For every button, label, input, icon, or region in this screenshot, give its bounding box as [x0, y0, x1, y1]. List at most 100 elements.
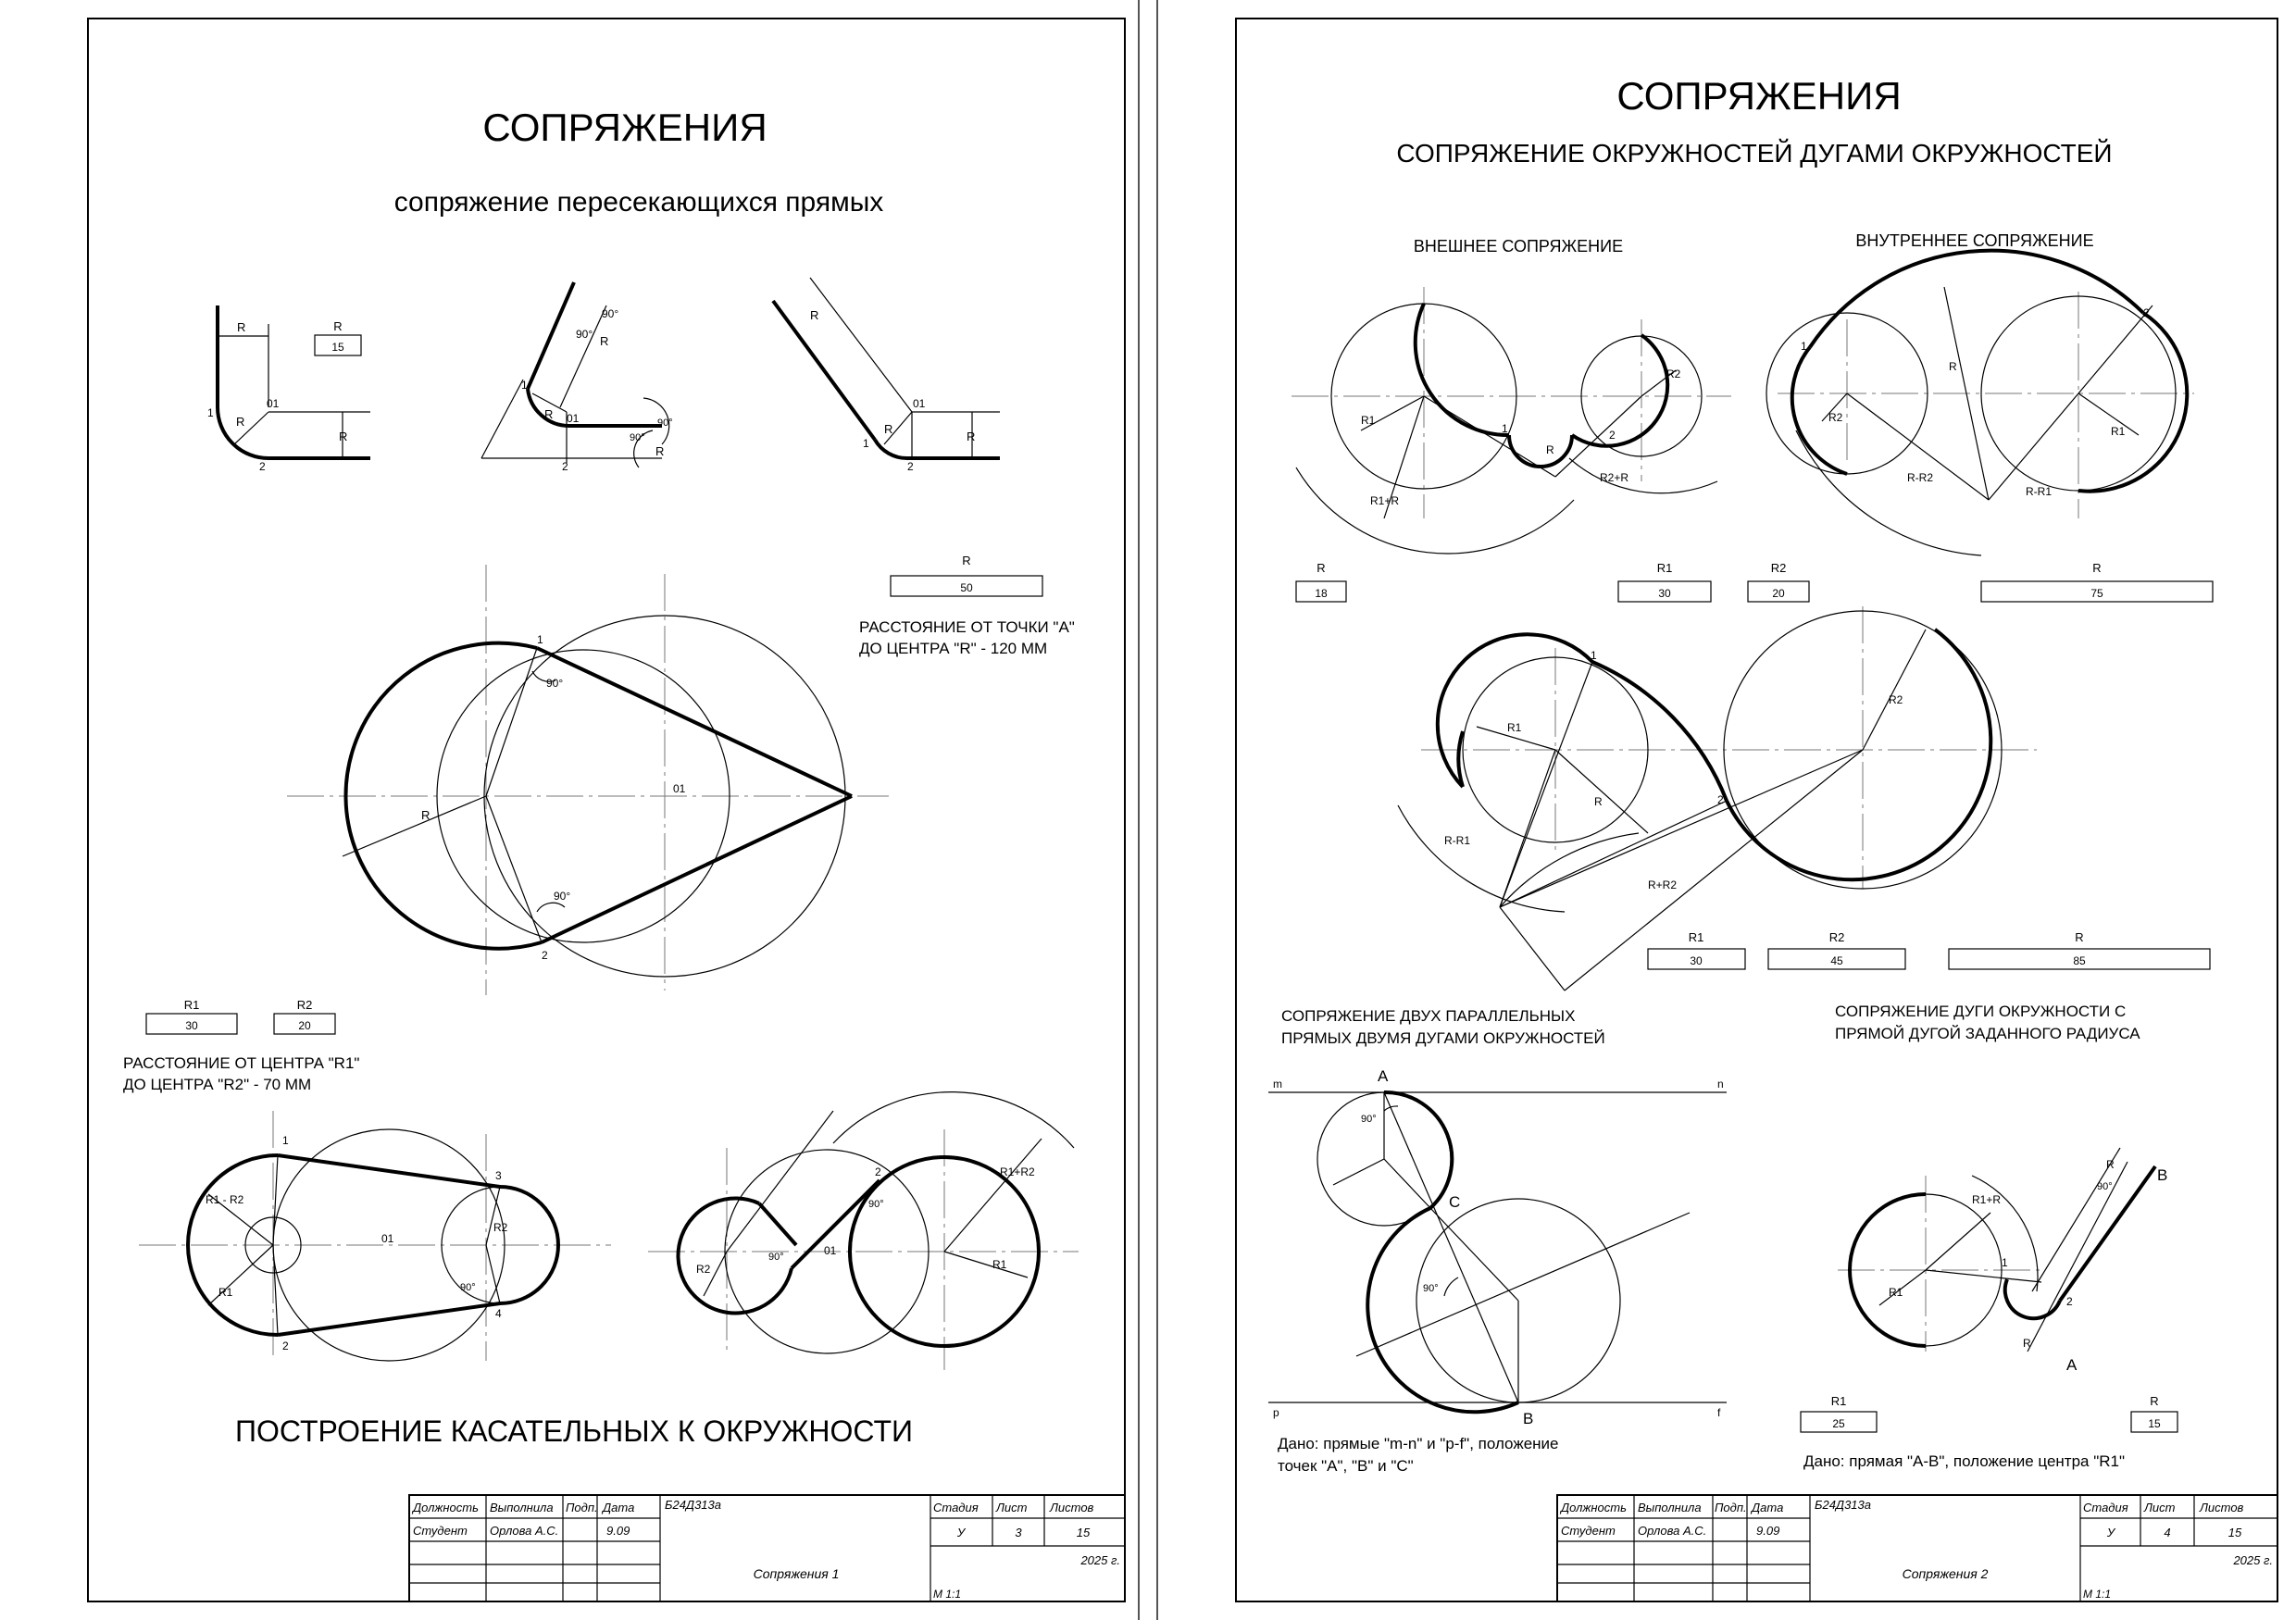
mark: A: [2066, 1356, 2078, 1374]
dim-value: 20: [1772, 587, 1785, 600]
mark: 2: [1609, 429, 1616, 442]
dim-label: R1: [1657, 561, 1673, 575]
mark: R-R2: [1907, 471, 1933, 484]
stamp-position: Студент: [413, 1524, 468, 1538]
dim-value: 25: [1832, 1417, 1845, 1430]
stamp-scale: М 1:1: [933, 1588, 961, 1601]
mark: f: [1717, 1406, 1721, 1419]
mark: R: [1949, 360, 1957, 373]
mark: R: [1594, 795, 1603, 808]
mark: 90°: [460, 1282, 476, 1293]
sheet-2-frame: [1235, 18, 2278, 1602]
note-a-line1: РАССТОЯНИЕ ОТ ТОЧКИ "А": [859, 618, 1075, 636]
ext-title: ВНЕШНЕЕ СОПРЯЖЕНИЕ: [1414, 237, 1623, 255]
par-title-line1: СОПРЯЖЕНИЕ ДВУХ ПАРАЛЛЕЛЬНЫХ: [1281, 1007, 1575, 1025]
stamp-author: Орлова А.С.: [1638, 1524, 1706, 1538]
sheet2-title: СОПРЯЖЕНИЯ: [1616, 74, 1901, 118]
mark: 1: [2002, 1256, 2008, 1269]
arc-title-line1: СОПРЯЖЕНИЕ ДУГИ ОКРУЖНОСТИ С: [1835, 1003, 2126, 1020]
mark: 1: [1502, 422, 1508, 435]
mark: R2: [1828, 411, 1843, 424]
mark: 01: [567, 412, 580, 425]
mark: 90°: [576, 328, 593, 341]
dim-value: 30: [1658, 587, 1671, 600]
mark: R2: [1666, 368, 1681, 380]
mark: R: [810, 308, 818, 322]
mark: 90°: [2097, 1181, 2113, 1192]
mark: 90°: [657, 417, 673, 429]
dim-value: 15: [2148, 1417, 2161, 1430]
mark: R1: [218, 1286, 233, 1299]
mark: R: [236, 415, 244, 429]
mark: R: [339, 430, 347, 443]
sheet-2: СОПРЯЖЕНИЯ СОПРЯЖЕНИЕ ОКРУЖНОСТЕЙ ДУГАМИ…: [1235, 18, 2278, 1602]
mark: 90°: [554, 890, 570, 903]
stamp-header: Подп.: [566, 1501, 598, 1514]
mark: C: [1449, 1193, 1460, 1211]
dim-label: R1: [1831, 1394, 1847, 1408]
note-b-line2: ДО ЦЕНТРА "R2" - 70 ММ: [123, 1076, 311, 1093]
mark: R1: [992, 1258, 1007, 1271]
stamp-sheet: 3: [1015, 1526, 1022, 1539]
sheet1-subtitle: сопряжение пересекающихся прямых: [394, 187, 884, 218]
dim-box-r50: R 50: [890, 554, 1043, 597]
given-par-line1: Дано: прямые "m-n" и "p-f", положение: [1278, 1435, 1559, 1452]
figure-parallel-conjugation: m n p f A C B 90° 90°: [1268, 1067, 1727, 1427]
stamp-name: Сопряжения 1: [754, 1566, 840, 1581]
stamp-code: Б24Д313а: [665, 1498, 721, 1512]
mark: R+R2: [1648, 879, 1677, 891]
stamp-date: 9.09: [1756, 1524, 1779, 1538]
dim-label: R: [333, 319, 342, 333]
stamp-header: Дата: [1750, 1501, 1783, 1514]
mark: 90°: [768, 1252, 784, 1263]
stamp-header: Должность: [1559, 1501, 1627, 1514]
mark: 2: [875, 1165, 881, 1178]
mark: R: [2106, 1158, 2115, 1171]
sheet-1-frame: [87, 18, 1126, 1602]
dim-label: R: [2150, 1394, 2158, 1408]
dim-value: 30: [1690, 954, 1703, 967]
mark: R: [1546, 443, 1554, 456]
mark: 2: [1717, 793, 1724, 806]
dim-row-1: R 18 R1 30 R2 20 R 75: [1295, 561, 2214, 603]
stamp-header: Дата: [601, 1501, 634, 1514]
dim-label: R: [2092, 561, 2101, 575]
dim-label: R2: [297, 998, 313, 1012]
dim-label: R: [962, 554, 970, 567]
stamp-code: Б24Д313а: [1815, 1498, 1871, 1512]
mark: 01: [673, 782, 686, 795]
mark: R1: [1889, 1286, 1903, 1299]
mark: 1: [521, 379, 528, 392]
figure-internal-conjugation: R R2 R1 R-R2 R-R1 1 2: [1766, 248, 2194, 556]
mark: 2: [259, 460, 266, 473]
sheet2-subtitle: СОПРЯЖЕНИЕ ОКРУЖНОСТЕЙ ДУГАМИ ОКРУЖНОСТЕ…: [1396, 139, 2112, 168]
mark: R: [967, 430, 975, 443]
figure-obtuse-angle: R R R 01 1 2: [771, 277, 1000, 473]
stamp-sheet: 4: [2164, 1526, 2170, 1539]
mark: R1+R2: [1000, 1165, 1035, 1178]
stamp-year: 2025 г.: [1079, 1553, 1120, 1567]
mark: A: [1378, 1067, 1389, 1085]
dim-box-r2-20: R2 20: [273, 998, 336, 1035]
mark: R: [237, 320, 245, 334]
dim-value: 18: [1315, 587, 1328, 600]
dim-value: 50: [960, 581, 973, 594]
dim-box-r1-30: R1 30: [145, 998, 238, 1035]
mark: 1: [537, 633, 543, 646]
mark: p: [1273, 1406, 1279, 1419]
mark: 01: [824, 1244, 837, 1257]
dim-label: R1: [184, 998, 200, 1012]
mark: R: [655, 444, 664, 458]
par-title-line2: ПРЯМЫХ ДВУМЯ ДУГАМИ ОКРУЖНОСТЕЙ: [1281, 1029, 1605, 1047]
stamp-author: Орлова А.С.: [490, 1524, 558, 1538]
dim-label: R: [2075, 930, 2083, 944]
stamp-header: Стадия: [2083, 1501, 2128, 1514]
dim-row-2: R1 30 R2 45 R 85: [1647, 930, 2211, 970]
dim-value: 45: [1830, 954, 1843, 967]
mark: 1: [207, 406, 214, 419]
stamp-stage: У: [2106, 1526, 2116, 1539]
title-block-2: Должность Выполнила Подп. Дата Студент О…: [1556, 1494, 2278, 1602]
dim-value: 75: [2090, 587, 2103, 600]
mark: 01: [267, 397, 280, 410]
dim-row-3: R1 25 R 15: [1800, 1394, 2178, 1433]
